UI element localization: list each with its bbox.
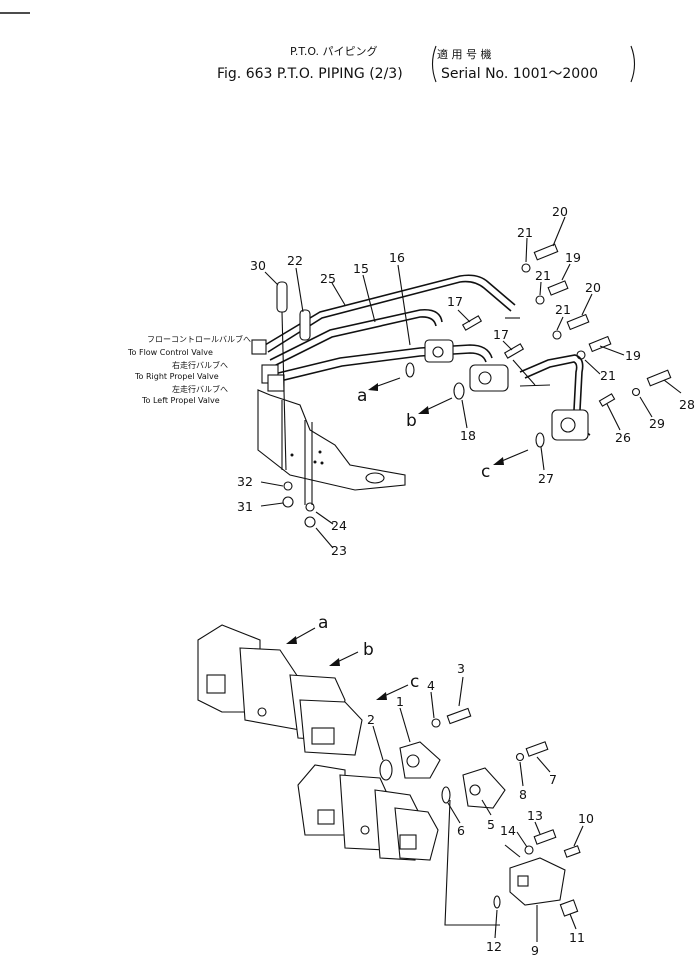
- flange-c: [551, 409, 589, 441]
- view-mark-c-upper: c: [481, 462, 490, 482]
- title-applies-jp: 適 用 号 機: [437, 47, 492, 61]
- part-num-18: 18: [460, 428, 476, 443]
- o-ring-2: [379, 759, 393, 781]
- bracket-plate: [257, 389, 406, 491]
- view-mark-c-lower: c: [410, 672, 419, 692]
- part-num-20a: 20: [552, 204, 568, 219]
- part-num-24: 24: [331, 518, 347, 533]
- title-serial: Serial No. 1001～2000: [441, 66, 598, 82]
- upper-assembly: [251, 243, 672, 528]
- part-num-15: 15: [353, 261, 369, 276]
- view-arrows-upper: [368, 377, 529, 465]
- title-en: Fig. 663 P.T.O. PIPING (2/3): [217, 66, 403, 82]
- part-num-6: 6: [457, 823, 465, 838]
- part-num-4: 4: [427, 678, 435, 693]
- part-num-9: 9: [531, 943, 539, 958]
- bolts-upper: [282, 243, 672, 528]
- part-num-14: 14: [500, 823, 516, 838]
- o-ring-12: [493, 895, 501, 909]
- part-num-21a: 21: [517, 225, 533, 240]
- part-num-3: 3: [457, 661, 465, 676]
- part-num-29: 29: [649, 416, 665, 431]
- view-mark-b-upper: b: [406, 411, 417, 431]
- part-num-32: 32: [237, 474, 253, 489]
- left-propel-en: To Left Propel Valve: [141, 396, 220, 405]
- part-num-1: 1: [396, 694, 404, 709]
- o-ring: [405, 362, 415, 378]
- flow-control-jp: フローコントロールバルブへ: [147, 334, 251, 344]
- part-num-25: 25: [320, 271, 336, 286]
- part-num-21b: 21: [535, 268, 551, 283]
- pump-assembly: [197, 624, 581, 926]
- view-mark-b-lower: b: [363, 640, 374, 660]
- view-mark-a-lower: a: [318, 613, 328, 633]
- paren-right: [630, 45, 636, 83]
- part-num-10: 10: [578, 811, 594, 826]
- part-num-19a: 19: [565, 250, 581, 265]
- adapter-5: [462, 767, 506, 809]
- flange-a: [424, 339, 454, 363]
- view-mark-a-upper: a: [357, 386, 367, 406]
- leader-lines: [260, 216, 682, 942]
- part-num-17b: 17: [493, 327, 509, 342]
- left-propel-jp: 左走行バルブへ: [172, 384, 228, 394]
- part-num-28: 28: [679, 397, 695, 412]
- part-num-7: 7: [549, 772, 557, 787]
- part-num-11: 11: [569, 930, 585, 945]
- part-num-26: 26: [615, 430, 631, 445]
- part-numbers: 20 21 21 19 20 21 19 21 28 29 26 27 18 1…: [237, 204, 695, 958]
- part-num-27: 27: [538, 471, 554, 486]
- right-propel-en: To Right Propel Valve: [134, 372, 219, 381]
- pipe-15: [269, 308, 443, 361]
- part-num-19b: 19: [625, 348, 641, 363]
- o-ring-6: [441, 786, 451, 804]
- bracket-hole: [365, 472, 385, 484]
- pipe-25: [264, 274, 516, 346]
- adapter-1: [399, 741, 441, 779]
- title-jp: P.T.O. パイピング: [290, 44, 378, 58]
- flow-control-en: To Flow Control Valve: [127, 348, 213, 357]
- part-num-22: 22: [287, 253, 303, 268]
- part-num-13: 13: [527, 808, 543, 823]
- part-num-23: 23: [331, 543, 347, 558]
- clamp-30: [276, 281, 288, 313]
- block-9: [509, 857, 566, 906]
- part-num-2: 2: [367, 712, 375, 727]
- part-num-30: 30: [250, 258, 266, 273]
- right-propel-jp: 右走行バルブへ: [172, 360, 228, 370]
- o-ring-18: [453, 382, 465, 400]
- part-num-21d: 21: [600, 368, 616, 383]
- part-num-8: 8: [519, 787, 527, 802]
- part-num-16: 16: [389, 250, 405, 265]
- part-num-17a: 17: [447, 294, 463, 309]
- o-ring-27: [535, 432, 545, 448]
- part-num-12: 12: [486, 939, 502, 954]
- pipe-16: [269, 344, 493, 376]
- clamp-22: [299, 309, 311, 341]
- part-num-31: 31: [237, 499, 253, 514]
- view-arrows-lower: [286, 627, 409, 700]
- paren-left: [431, 45, 437, 83]
- part-num-5: 5: [487, 817, 495, 832]
- part-num-20b: 20: [585, 280, 601, 295]
- part-num-21c: 21: [555, 302, 571, 317]
- flange-b: [469, 364, 509, 392]
